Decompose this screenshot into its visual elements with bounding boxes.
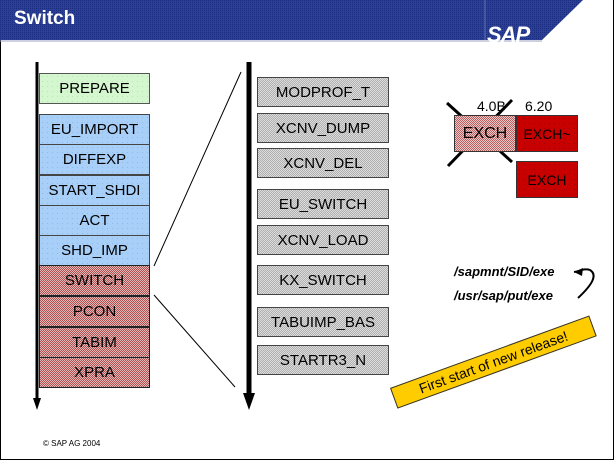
- phase-box: XPRA: [39, 357, 150, 388]
- target-path: /sapmnt/SID/exe: [454, 264, 555, 279]
- switch-step-label: XCNV_DUMP: [275, 119, 371, 137]
- phase-box: PREPARE: [39, 73, 150, 104]
- copyright: © SAP AG 2004: [43, 439, 101, 448]
- switch-step-box: EU_SWITCH: [257, 189, 389, 219]
- switch-step-box: TABUIMP_BAS: [257, 307, 389, 337]
- old-exch-label: EXCH: [462, 124, 508, 142]
- switch-step-label: MODPROF_T: [275, 83, 371, 101]
- sap-logo: SAP: [487, 22, 530, 47]
- phase-box: SHD_IMP: [39, 235, 150, 266]
- switch-step-label: TABUIMP_BAS: [271, 313, 375, 331]
- switch-step-box: MODPROF_T: [257, 77, 389, 107]
- old-exch-box: EXCH: [454, 115, 516, 152]
- copy-arrowhead: [574, 268, 583, 276]
- phase-box: START_SHDI: [39, 175, 150, 206]
- switch-step-box: XCNV_DUMP: [257, 113, 389, 143]
- switch-step-label: XCNV_DEL: [283, 154, 363, 172]
- phase-label: XPRA: [74, 364, 115, 381]
- switch-step-box: KX_SWITCH: [257, 265, 389, 295]
- header-bar: [0, 0, 583, 40]
- phase-label: START_SHDI: [48, 182, 141, 199]
- old-release-label: 4.0B: [477, 98, 506, 114]
- phase-box: TABIM: [39, 327, 150, 358]
- phase-box: DIFFEXP: [39, 144, 150, 175]
- new-exch-temp-label: EXCH~: [523, 125, 571, 142]
- phase-label: DIFFEXP: [62, 151, 127, 168]
- phase-label: SWITCH: [64, 272, 125, 289]
- switch-step-label: EU_SWITCH: [278, 195, 368, 213]
- source-path: /usr/sap/put/exe: [454, 288, 553, 303]
- phase-box: SWITCH: [39, 265, 150, 296]
- switch-step-label: STARTR3_N: [279, 351, 367, 369]
- left-arrowhead: [33, 398, 41, 410]
- new-release-label: 6.20: [525, 98, 553, 114]
- phase-label: TABIM: [72, 334, 117, 351]
- phase-label: EU_IMPORT: [50, 121, 139, 138]
- phase-label: PREPARE: [59, 80, 130, 97]
- switch-step-box: XCNV_DEL: [257, 148, 389, 178]
- new-exch-box: EXCH: [516, 161, 578, 198]
- phase-box: EU_IMPORT: [39, 114, 150, 145]
- switch-step-box: STARTR3_N: [257, 345, 389, 375]
- phase-label: ACT: [79, 212, 110, 229]
- phase-label: SHD_IMP: [61, 242, 128, 259]
- header: Switch SAP: [0, 0, 614, 48]
- copy-arrow: [573, 268, 595, 299]
- phase-box: ACT: [39, 205, 150, 236]
- phase-box: PCON: [39, 296, 150, 327]
- new-exch-temp-box: EXCH~: [516, 115, 578, 152]
- switch-step-label: KX_SWITCH: [279, 271, 367, 289]
- zoom-line-top: [153, 71, 242, 267]
- right-arrowhead: [243, 393, 255, 410]
- new-exch-label: EXCH: [527, 171, 567, 188]
- phase-label: PCON: [72, 303, 117, 320]
- switch-step-box: XCNV_LOAD: [257, 225, 389, 255]
- switch-step-label: XCNV_LOAD: [277, 231, 369, 249]
- page-title: Switch: [14, 8, 76, 29]
- zoom-line-bottom: [153, 294, 236, 388]
